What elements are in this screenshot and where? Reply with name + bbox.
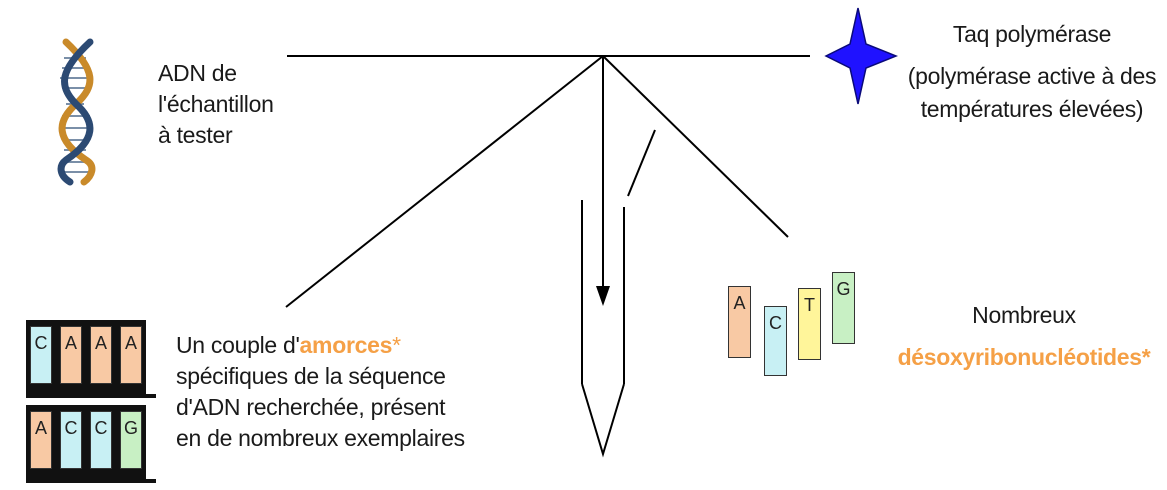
primer-slot: A — [26, 405, 56, 481]
dna-label-line-3: à tester — [158, 122, 233, 148]
taq-label-line-3: températures élevées) — [920, 96, 1144, 122]
nucleotides-label-line-2: désoxyribonucléotides* — [897, 344, 1151, 370]
primer-backbone — [26, 394, 156, 398]
primer-slot: C — [56, 405, 86, 481]
primers-label: Un couple d'amorces* spécifiques de la s… — [176, 330, 465, 454]
primer-backbone — [26, 479, 156, 483]
dna-label: ADN de l'échantillon à tester — [158, 58, 274, 151]
primers-label-line-1: Un couple d'amorces* — [176, 330, 465, 361]
taq-label-line-1: Taq polymérase — [952, 21, 1112, 47]
free-nucleotide-A: A — [728, 286, 751, 358]
primers-label-star: * — [392, 332, 401, 358]
dna-label-line-1: ADN de — [158, 60, 237, 86]
primer-slot: C — [86, 405, 116, 481]
dna-label-line-2: l'échantillon — [158, 91, 274, 117]
primer-slot: A — [56, 320, 86, 396]
primer-nucleotide-C: C — [30, 326, 52, 384]
primers-label-prefix: Un couple d' — [176, 332, 300, 358]
primer-nucleotide-C: C — [60, 411, 82, 469]
nucleotides-label-line-1: Nombreux — [972, 302, 1076, 328]
free-nucleotide-G: G — [832, 272, 855, 344]
line-to-primers — [285, 55, 604, 308]
nucleotides-label: Nombreux désoxyribonucléotides* — [896, 294, 1152, 378]
primer-slot: A — [86, 320, 116, 396]
free-nucleotide-C: C — [764, 306, 787, 376]
tube-icon — [581, 129, 656, 458]
taq-label-line-2: (polymérase active à des — [907, 63, 1157, 89]
primer-nucleotide-G: G — [120, 411, 142, 469]
primer-slot: G — [116, 405, 146, 481]
primers-label-line-4: en de nombreux exemplaires — [176, 425, 465, 451]
arrow-head — [596, 286, 610, 306]
primer-slot: C — [26, 320, 56, 396]
primer-nucleotide-C: C — [90, 411, 112, 469]
line-to-nucleotides — [602, 55, 789, 238]
primer-nucleotide-A: A — [120, 326, 142, 384]
primer-nucleotide-A: A — [30, 411, 52, 469]
free-nucleotide-T: T — [798, 288, 821, 360]
dna-helix-icon — [57, 38, 96, 186]
primer-nucleotide-A: A — [90, 326, 112, 384]
primers-label-line-3: d'ADN recherchée, présent — [176, 394, 446, 420]
star-icon — [824, 7, 899, 105]
primer-slot: A — [116, 320, 146, 396]
primers-label-line-2: spécifiques de la séquence — [176, 363, 446, 389]
primer-nucleotide-A: A — [60, 326, 82, 384]
primers-label-highlight: amorces — [299, 332, 393, 358]
taq-label: Taq polymérase (polymérase active à des … — [904, 12, 1160, 122]
